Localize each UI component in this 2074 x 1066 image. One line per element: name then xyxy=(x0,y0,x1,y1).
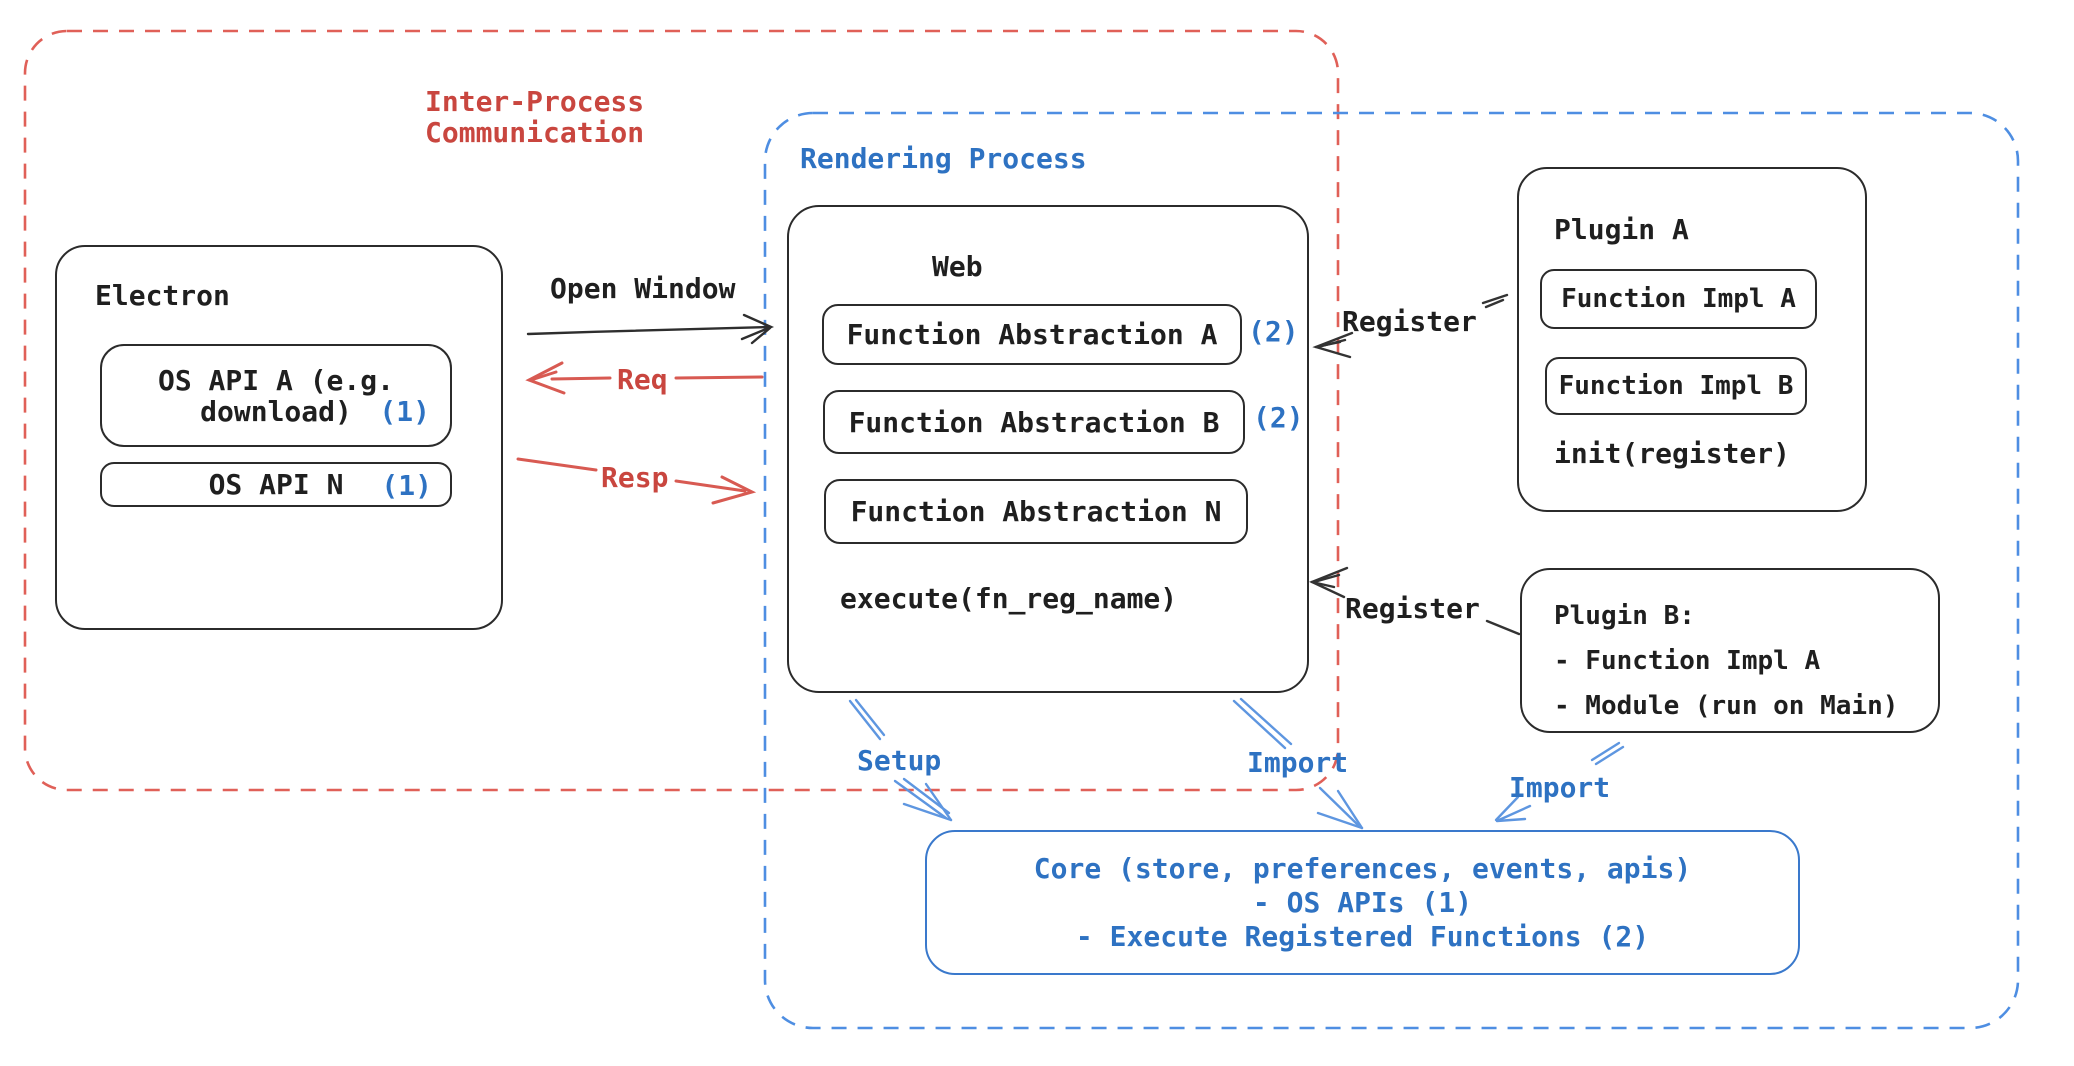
register-a-label: Register xyxy=(1342,305,1477,338)
ipc-label-line2: Communication xyxy=(425,116,645,149)
register-a-arrow xyxy=(1312,293,1509,359)
ipc-region-label: Inter-Process Communication xyxy=(425,86,644,148)
resp-label: Resp xyxy=(601,461,669,494)
electron-title: Electron xyxy=(95,279,230,312)
core-line2: - OS APIs (1) xyxy=(1252,885,1473,919)
electron-box: Electron OS API A (e.g. download) (1) OS… xyxy=(55,245,503,630)
register-b-label: Register xyxy=(1345,592,1480,625)
ipc-label-line1: Inter-Process xyxy=(425,85,645,118)
execute-label: execute(fn_reg_name) xyxy=(840,582,1178,615)
resp-arrow xyxy=(516,457,757,505)
function-a-badge: (2) xyxy=(1248,315,1299,348)
open-window-label: Open Window xyxy=(550,272,736,305)
function-abstraction-n-box: Function Abstraction N xyxy=(824,479,1248,544)
os-api-a-line2: download) (1) xyxy=(102,396,450,427)
req-label: Req xyxy=(617,363,668,396)
import-plugin-arrow xyxy=(1494,741,1625,823)
os-api-n-label: OS API N xyxy=(208,468,344,501)
function-abstraction-b-box: Function Abstraction B xyxy=(823,390,1245,454)
import-web-arrow xyxy=(1232,697,1364,830)
function-impl-b-box: Function Impl B xyxy=(1545,357,1807,415)
import-web-label: Import xyxy=(1247,746,1349,779)
plugin-a-box: Plugin A Function Impl A Function Impl B… xyxy=(1517,167,1867,512)
function-abstraction-a-box: Function Abstraction A xyxy=(822,304,1242,365)
os-api-a-line2-text: download) xyxy=(200,394,352,428)
os-api-a-badge: (1) xyxy=(379,394,430,428)
plugin-b-line2: - Function Impl A xyxy=(1554,646,1821,676)
import-plugin-label: Import xyxy=(1509,771,1611,804)
os-api-a-line1: OS API A (e.g. xyxy=(157,363,394,397)
plugin-b-box: Plugin B: - Function Impl A - Module (ru… xyxy=(1520,568,1940,733)
open-window-arrow xyxy=(526,313,775,345)
plugin-b-line3: - Module (run on Main) xyxy=(1554,691,1899,721)
os-api-n-badge: (1) xyxy=(381,469,432,502)
setup-label: Setup xyxy=(857,744,942,777)
function-impl-a-box: Function Impl A xyxy=(1540,269,1817,329)
init-register-label: init(register) xyxy=(1554,437,1791,470)
plugin-b-line1: Plugin B: xyxy=(1554,601,1695,631)
register-b-arrow xyxy=(1308,566,1521,636)
web-box: Web Function Abstraction A Function Abst… xyxy=(787,205,1309,693)
function-b-badge: (2) xyxy=(1253,401,1304,434)
rendering-boundary xyxy=(763,111,2020,1030)
plugin-a-title: Plugin A xyxy=(1554,213,1689,246)
core-line3: - Execute Registered Functions (2) xyxy=(1075,919,1650,953)
os-api-n-box: OS API N (1) xyxy=(100,462,452,507)
setup-arrow xyxy=(848,698,953,822)
core-line1: Core (store, preferences, events, apis) xyxy=(1033,851,1692,885)
req-arrow xyxy=(525,361,764,395)
ipc-boundary xyxy=(23,29,1340,792)
os-api-a-box: OS API A (e.g. download) (1) xyxy=(100,344,452,447)
rendering-region-label: Rendering Process xyxy=(800,142,1087,175)
web-title: Web xyxy=(932,250,983,283)
core-box: Core (store, preferences, events, apis) … xyxy=(925,830,1800,975)
